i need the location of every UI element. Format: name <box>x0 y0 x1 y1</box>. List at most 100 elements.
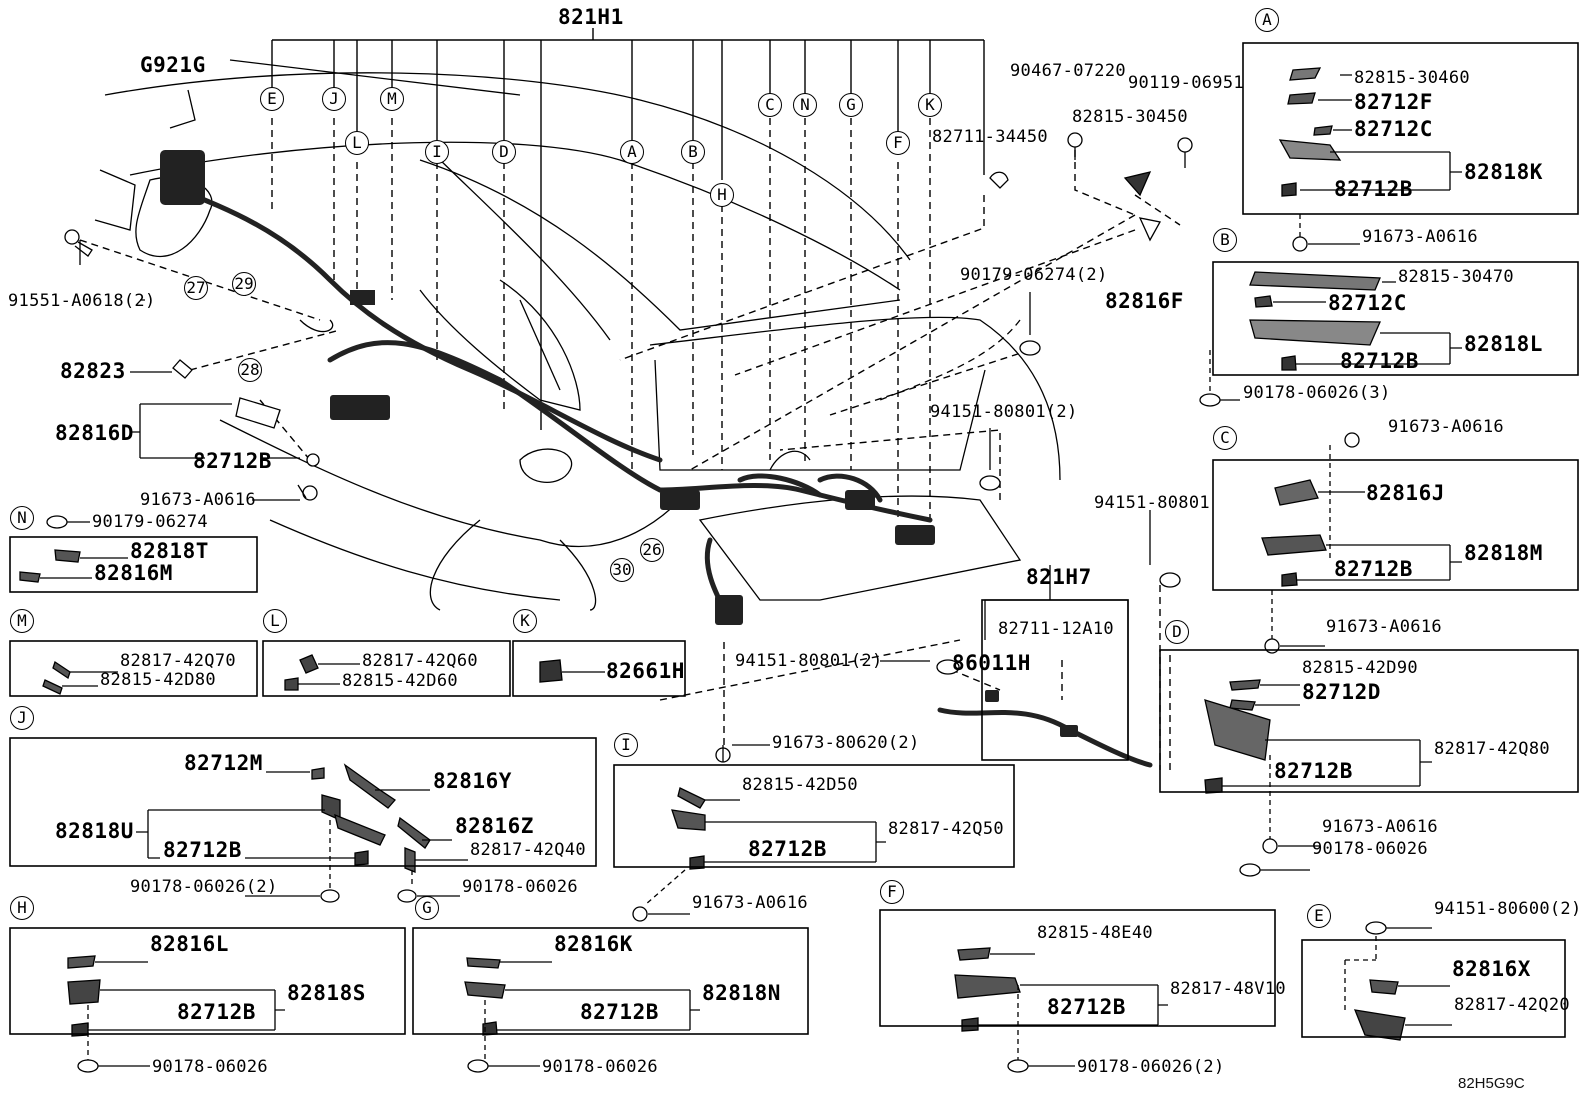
part-91551-label: 91551-A0618(2) <box>8 291 156 311</box>
section-n-marker: N <box>10 506 34 530</box>
box-c-91673-bottom: 91673-A0616 <box>1326 617 1442 637</box>
callout-26: 26 <box>640 538 664 562</box>
box-e-82816x: 82816X <box>1452 957 1531 981</box>
box-h-82816l: 82816L <box>150 932 229 956</box>
harness-821h7-label: 821H7 <box>1026 565 1092 589</box>
section-k-marker: K <box>513 609 537 633</box>
box-a-82712b: 82712B <box>1334 177 1413 201</box>
box-i-91673: 91673-A0616 <box>692 893 808 913</box>
box-g-82818n: 82818N <box>702 981 781 1005</box>
part-82711-12a10-label: 82711-12A10 <box>998 619 1114 639</box>
box-d-82712b: 82712B <box>1274 759 1353 783</box>
callout-28: 28 <box>238 358 262 382</box>
part-86011h-label: 86011H <box>952 651 1031 675</box>
box-c-91673-top: 91673-A0616 <box>1388 417 1504 437</box>
box-c-82712b: 82712B <box>1334 557 1413 581</box>
callout-30: 30 <box>610 558 634 582</box>
part-82823-label: 82823 <box>60 359 126 383</box>
section-h-marker: H <box>10 896 34 920</box>
box-h-90178: 90178-06026 <box>152 1057 268 1077</box>
box-b-82818l: 82818L <box>1464 332 1543 356</box>
box-h-82818s: 82818S <box>287 981 366 1005</box>
callout-i: I <box>425 140 449 164</box>
callout-l: L <box>345 131 369 155</box>
box-d-82712d: 82712D <box>1302 680 1381 704</box>
box-m-82815-42d80: 82815-42D80 <box>100 670 216 690</box>
callout-m: M <box>380 87 404 111</box>
section-l-marker: L <box>263 609 287 633</box>
box-n-82816m: 82816M <box>94 561 173 585</box>
box-d-90178: 90178-06026 <box>1312 839 1428 859</box>
section-m-marker: M <box>10 609 34 633</box>
callout-d: D <box>492 140 516 164</box>
callout-29: 29 <box>232 272 256 296</box>
part-90467-label: 90467-07220 <box>1010 61 1126 81</box>
box-d-82817-42q80: 82817-42Q80 <box>1434 739 1550 759</box>
box-n-82818t: 82818T <box>130 539 209 563</box>
part-94151-2-label: 94151-80801(2) <box>930 402 1078 422</box>
box-f-82712b: 82712B <box>1047 995 1126 1019</box>
box-g-82712b: 82712B <box>580 1000 659 1024</box>
box-j-82816y: 82816Y <box>433 769 512 793</box>
box-a-82712c: 82712C <box>1354 117 1433 141</box>
part-91673-80620-label: 91673-80620(2) <box>772 733 920 753</box>
box-j-90178: 90178-06026 <box>462 877 578 897</box>
box-a-91673: 91673-A0616 <box>1362 227 1478 247</box>
callout-n: N <box>793 93 817 117</box>
callout-e: E <box>260 87 284 111</box>
section-b-marker: B <box>1213 228 1237 252</box>
box-j-82817-42q40: 82817-42Q40 <box>470 840 586 860</box>
box-b-82815-30470: 82815-30470 <box>1398 267 1514 287</box>
box-m-82817-42q70: 82817-42Q70 <box>120 651 236 671</box>
box-e-82817-42q20: 82817-42Q20 <box>1454 995 1570 1015</box>
box-j-82816z: 82816Z <box>455 814 534 838</box>
section-a-marker: A <box>1255 8 1279 32</box>
box-j-82712b: 82712B <box>163 838 242 862</box>
callout-f: F <box>886 131 910 155</box>
section-e-marker: E <box>1307 904 1331 928</box>
callout-27: 27 <box>184 276 208 300</box>
box-e-94151-80600: 94151-80600(2) <box>1434 899 1582 919</box>
box-f-82815-48e40: 82815-48E40 <box>1037 923 1153 943</box>
part-90179-2-label: 90179-06274(2) <box>960 265 1108 285</box>
callout-b: B <box>681 140 705 164</box>
part-91673-main-label: 91673-A0616 <box>140 490 256 510</box>
box-b-82712b: 82712B <box>1340 349 1419 373</box>
part-g921g-label: G921G <box>140 53 206 77</box>
box-h-82712b: 82712B <box>177 1000 256 1024</box>
box-c-82818m: 82818M <box>1464 541 1543 565</box>
box-g-82816k: 82816K <box>554 932 633 956</box>
callout-h: H <box>710 183 734 207</box>
box-a-82815-30460: 82815-30460 <box>1354 68 1470 88</box>
box-j-82712m: 82712M <box>184 751 263 775</box>
section-f-marker: F <box>880 880 904 904</box>
part-94151-label: 94151-80801 <box>1094 493 1210 513</box>
part-82816d-label: 82816D <box>55 421 134 445</box>
box-n-90179: 90179-06274 <box>92 512 208 532</box>
box-c-82816j: 82816J <box>1366 481 1445 505</box>
box-d-91673: 91673-A0616 <box>1322 817 1438 837</box>
callout-a: A <box>620 140 644 164</box>
box-b-90178: 90178-06026(3) <box>1243 383 1391 403</box>
part-82712b-main-label: 82712B <box>193 449 272 473</box>
part-82815-30450-label: 82815-30450 <box>1072 107 1188 127</box>
box-f-90178: 90178-06026(2) <box>1077 1057 1225 1077</box>
diagram-code: 82H5G9C <box>1458 1075 1525 1092</box>
part-90119-label: 90119-06951 <box>1128 73 1244 93</box>
part-82711-34450-label: 82711-34450 <box>932 127 1048 147</box>
box-f-82817-48v10: 82817-48V10 <box>1170 979 1286 999</box>
callout-g: G <box>839 93 863 117</box>
callout-c: C <box>758 93 782 117</box>
box-j-82818u: 82818U <box>55 819 134 843</box>
box-a-82818k: 82818K <box>1464 160 1543 184</box>
box-i-82712b: 82712B <box>748 837 827 861</box>
section-g-marker: G <box>415 896 439 920</box>
section-c-marker: C <box>1213 426 1237 450</box>
box-j-90178-2: 90178-06026(2) <box>130 877 278 897</box>
box-l-82815-42d60: 82815-42D60 <box>342 671 458 691</box>
callout-j: J <box>322 87 346 111</box>
box-a-82712f: 82712F <box>1354 90 1433 114</box>
section-d-marker: D <box>1165 620 1189 644</box>
